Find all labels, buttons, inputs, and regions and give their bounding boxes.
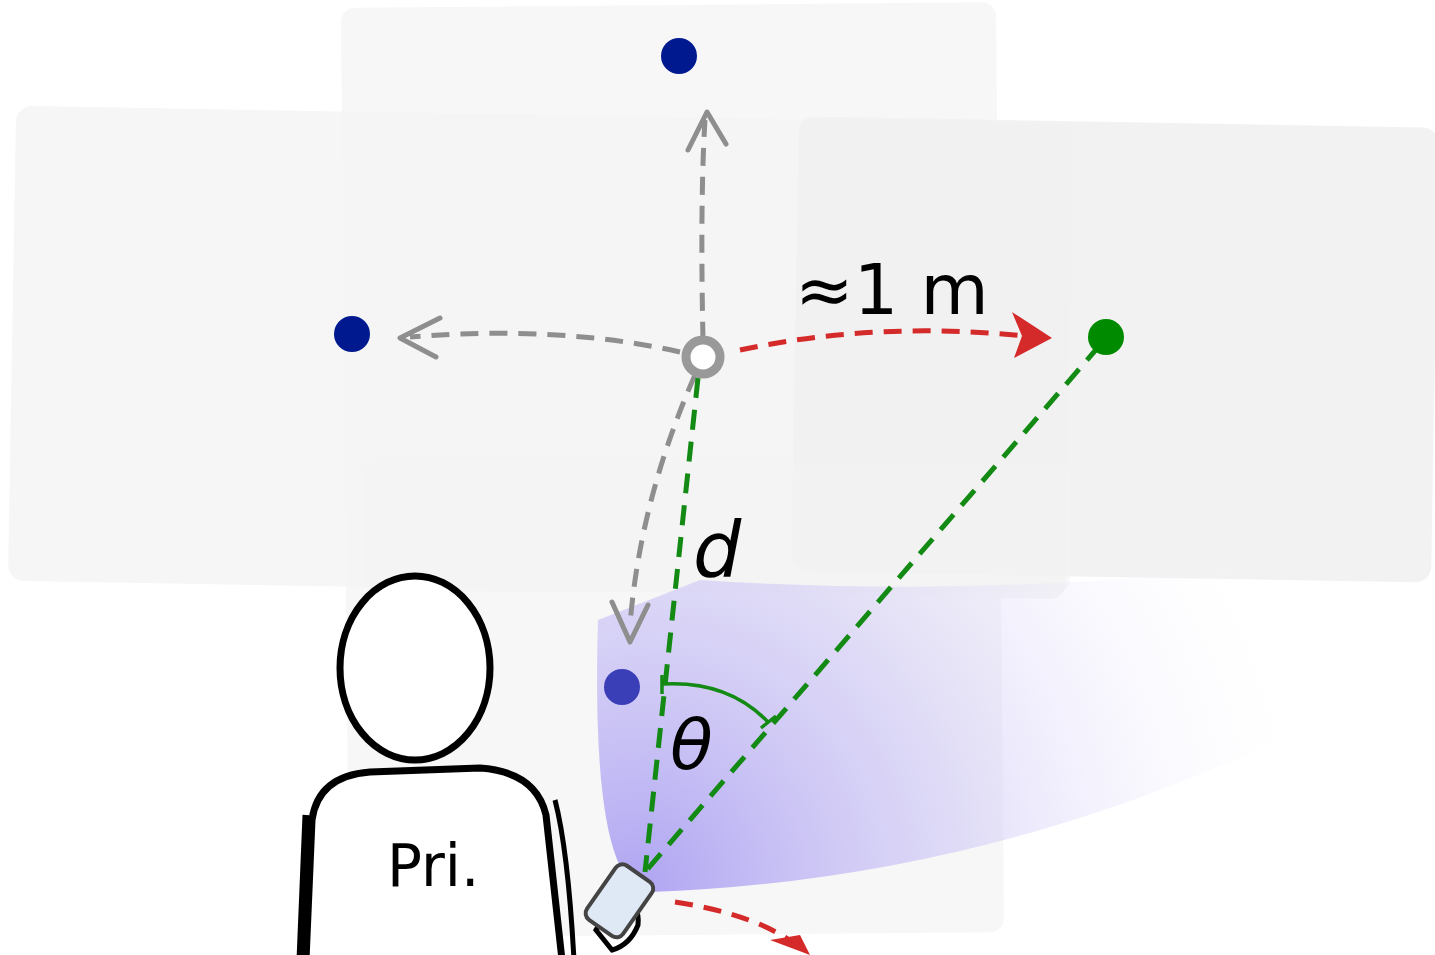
distance-label: ≈1 m [795,255,989,325]
phone [582,861,656,950]
grey-arrows [410,120,705,625]
angle-symbol: θ [670,710,713,780]
distance-symbol: d [693,512,741,588]
red-arrows [675,331,1035,948]
angle-symbol-text: θ [670,704,713,786]
person-body: Pri. [379,831,487,901]
distance-symbol-text: d [693,505,741,594]
origin-marker [686,340,720,374]
grey-arrowheads [400,112,726,642]
view-cone [597,560,1320,892]
background-panels [8,2,1435,938]
distance-label-text: ≈1 m [795,249,989,331]
node-text: Pri. [387,837,479,895]
green-lines [645,345,1100,872]
person-figure [300,576,574,955]
red-arrowheads [770,312,1052,955]
